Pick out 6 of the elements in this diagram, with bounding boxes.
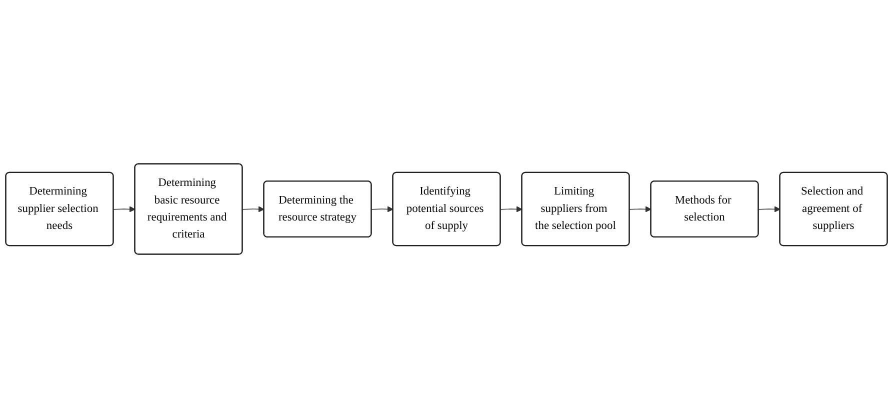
arrow xyxy=(113,206,136,212)
arrow xyxy=(500,206,522,212)
arrow xyxy=(242,206,264,212)
arrow xyxy=(758,206,780,212)
arrow xyxy=(629,206,652,212)
arrow xyxy=(371,206,394,212)
